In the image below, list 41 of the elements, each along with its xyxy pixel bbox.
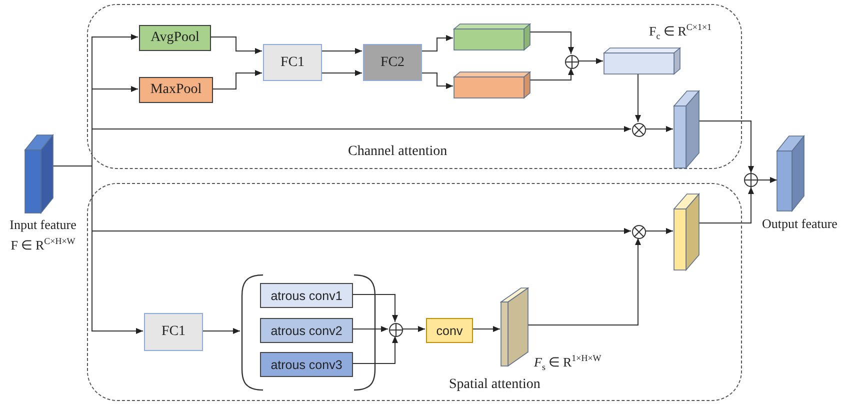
arrow <box>352 326 388 332</box>
arrow <box>578 58 604 64</box>
arrow <box>635 72 641 122</box>
feature-label: Input feature <box>10 216 76 233</box>
arrow <box>212 70 262 90</box>
arrow <box>402 326 426 332</box>
arrow <box>52 166 144 334</box>
arrow <box>352 294 398 322</box>
process-box: conv <box>426 318 473 343</box>
process-box: FC2 <box>363 44 422 81</box>
arrow <box>528 32 574 54</box>
arrow <box>320 70 362 76</box>
arrow <box>526 238 641 326</box>
feature-label: Output feature <box>762 216 838 232</box>
feature-label: F ∈ R$^{C×H×W}$ <box>10 235 76 254</box>
dashed-region <box>87 183 742 401</box>
process-box: atrous conv2 <box>260 318 353 343</box>
arrow <box>698 186 754 224</box>
process-box: AvgPool <box>139 25 211 51</box>
process-box: atrous conv3 <box>260 352 353 377</box>
arrow <box>528 68 574 80</box>
arrow <box>758 177 778 183</box>
process-box: atrous conv1 <box>260 283 353 308</box>
arrow <box>644 228 674 234</box>
arrow <box>420 72 454 89</box>
process-box: FC1 <box>144 313 203 351</box>
feature-label: F$_{c}$ ∈ R$^{C×1×1}$ <box>649 21 712 43</box>
arrow <box>644 126 674 132</box>
process-box: FC1 <box>263 44 322 81</box>
arrow <box>698 120 754 174</box>
arrow <box>352 336 398 364</box>
region-title: Channel attention <box>348 144 448 160</box>
process-box: MaxPool <box>139 77 213 103</box>
arrow <box>472 326 500 332</box>
arrow <box>202 328 240 334</box>
feature-label: F$_{s}$ ∈ R$^{1×H×W}$ <box>534 352 602 374</box>
arrow <box>210 36 262 54</box>
region-title: Spatial attention <box>449 377 540 393</box>
dashed-region <box>87 4 742 169</box>
arrow <box>420 35 454 52</box>
arrow <box>320 48 362 54</box>
